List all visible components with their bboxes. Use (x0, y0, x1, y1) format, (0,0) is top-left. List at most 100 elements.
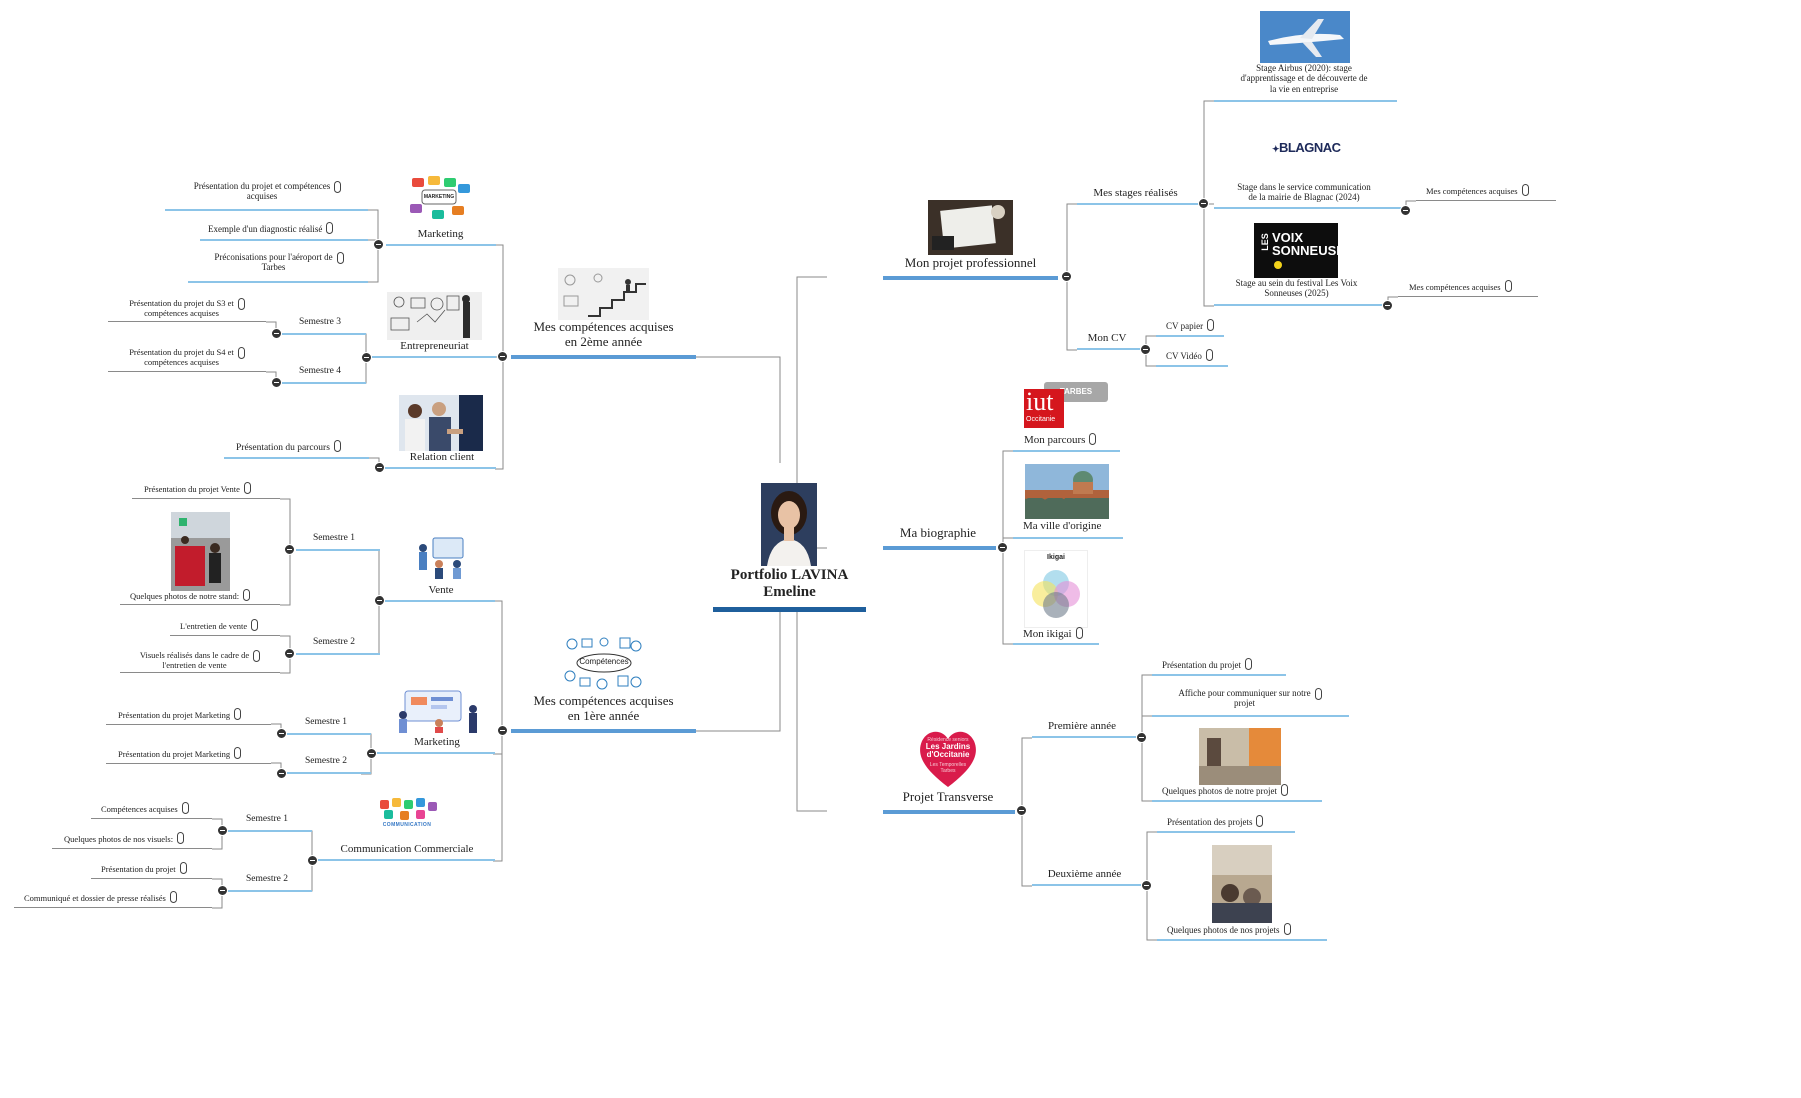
collapse-toggle-icon[interactable] (284, 648, 295, 659)
attachment-icon[interactable] (1205, 349, 1213, 361)
bio-ville-item[interactable]: Ma ville d'origine (1023, 520, 1101, 532)
comm-s1-item-0[interactable]: Compétences acquises (101, 802, 189, 814)
attachment-icon[interactable] (253, 650, 261, 662)
vente-s2-item-1[interactable]: Visuels réalisés dans le cadre de l'entr… (120, 650, 280, 671)
blagnac-label[interactable]: Stage dans le service communication de l… (1237, 182, 1371, 203)
collapse-toggle-icon[interactable] (217, 825, 228, 836)
vente-s1-item-0[interactable]: Présentation du projet Vente (144, 482, 251, 494)
attachment-icon[interactable] (1280, 784, 1288, 796)
collapse-toggle-icon[interactable] (271, 377, 282, 388)
transverse-label[interactable]: Projet Transverse (902, 789, 994, 804)
attachment-icon[interactable] (334, 181, 342, 194)
collapse-toggle-icon[interactable] (373, 239, 384, 250)
s3-item[interactable]: Présentation du projet du S3 et compéten… (108, 298, 266, 319)
attachment-icon[interactable] (177, 832, 185, 844)
year1-presentation-item[interactable]: Présentation du projet (1162, 658, 1252, 670)
attachment-icon[interactable] (1089, 433, 1097, 445)
attachment-icon[interactable] (234, 747, 242, 759)
attachment-icon[interactable] (1504, 280, 1512, 292)
collapse-toggle-icon[interactable] (1382, 300, 1393, 311)
s4-item[interactable]: Présentation du projet du S4 et compéten… (108, 347, 266, 368)
vente-s2-item-0[interactable]: L'entretien de vente (180, 619, 259, 631)
cv-label[interactable]: Mon CV (1087, 332, 1127, 344)
collapse-toggle-icon[interactable] (1141, 880, 1152, 891)
attachment-icon[interactable] (1244, 658, 1252, 670)
pro-label[interactable]: Mon projet professionnel (904, 255, 1037, 270)
vente-s1-label[interactable]: Semestre 1 (313, 533, 355, 543)
collapse-toggle-icon[interactable] (374, 462, 385, 473)
collapse-toggle-icon[interactable] (217, 885, 228, 896)
attachment-icon[interactable] (1207, 319, 1215, 331)
collapse-toggle-icon[interactable] (307, 855, 318, 866)
comm-s2-item-1[interactable]: Communiqué et dossier de presse réalisés (24, 891, 177, 903)
comp1-label[interactable]: Mes compétences acquises en 1ère année (533, 693, 674, 723)
bio-parcours-item[interactable]: Mon parcours (1024, 433, 1097, 446)
collapse-toggle-icon[interactable] (271, 328, 282, 339)
comp2-marketing-label[interactable]: Marketing (417, 228, 464, 240)
collapse-toggle-icon[interactable] (366, 748, 377, 759)
collapse-toggle-icon[interactable] (997, 542, 1008, 553)
vente-s1-item-1[interactable]: Quelques photos de notre stand: (130, 589, 251, 601)
vente-label[interactable]: Vente (428, 584, 454, 596)
attachment-icon[interactable] (1521, 184, 1529, 196)
voix-label[interactable]: Stage au sein du festival Les Voix Sonne… (1235, 278, 1358, 299)
year2-presentation-item[interactable]: Présentation des projets (1167, 815, 1264, 827)
airbus-label[interactable]: Stage Airbus (2020): stage d'apprentissa… (1240, 63, 1368, 94)
s4-label[interactable]: Semestre 4 (299, 366, 341, 376)
attachment-icon[interactable] (251, 619, 259, 631)
collapse-toggle-icon[interactable] (284, 544, 295, 555)
mkt1-s1-label[interactable]: Semestre 1 (305, 717, 347, 727)
collapse-toggle-icon[interactable] (497, 725, 508, 736)
attachment-icon[interactable] (326, 222, 334, 234)
voix-skills-item[interactable]: Mes compétences acquises (1409, 280, 1512, 292)
blagnac-skills-item[interactable]: Mes compétences acquises (1426, 184, 1529, 196)
attachment-icon[interactable] (1283, 923, 1291, 935)
attachment-icon[interactable] (237, 298, 245, 310)
attachment-icon[interactable] (243, 482, 251, 494)
attachment-icon[interactable] (1256, 815, 1264, 827)
comp2-label[interactable]: Mes compétences acquises en 2ème année (533, 319, 674, 349)
collapse-toggle-icon[interactable] (1061, 271, 1072, 282)
comp2-mkt-item-2[interactable]: Préconisations pour l'aéroport de Tarbes (188, 252, 370, 273)
year2-photos-item[interactable]: Quelques photos de nos projets (1167, 923, 1291, 935)
collapse-toggle-icon[interactable] (1400, 205, 1411, 216)
comm-s2-item-0[interactable]: Présentation du projet (101, 862, 187, 874)
attachment-icon[interactable] (1314, 688, 1322, 701)
collapse-toggle-icon[interactable] (276, 728, 287, 739)
attachment-icon[interactable] (333, 440, 341, 452)
attachment-icon[interactable] (1075, 627, 1083, 639)
comm-s2-label[interactable]: Semestre 2 (246, 874, 288, 884)
year1-label[interactable]: Première année (1047, 720, 1117, 732)
comm-label[interactable]: Communication Commerciale (340, 843, 474, 855)
comm-s1-item-1[interactable]: Quelques photos de nos visuels: (64, 832, 185, 844)
attachment-icon[interactable] (179, 862, 187, 874)
attachment-icon[interactable] (169, 891, 177, 903)
collapse-toggle-icon[interactable] (276, 768, 287, 779)
entrepreneuriat-label[interactable]: Entrepreneuriat (400, 340, 469, 352)
comp1-marketing-label[interactable]: Marketing (414, 736, 460, 748)
mkt1-s2-item[interactable]: Présentation du projet Marketing (118, 747, 242, 759)
collapse-toggle-icon[interactable] (1140, 344, 1151, 355)
cv-paper-item[interactable]: CV papier (1166, 319, 1215, 331)
mkt1-s1-item[interactable]: Présentation du projet Marketing (118, 708, 242, 720)
collapse-toggle-icon[interactable] (361, 352, 372, 363)
comp2-mkt-item-0[interactable]: Présentation du projet et compétences ac… (165, 181, 370, 202)
year2-label[interactable]: Deuxième année (1047, 868, 1122, 880)
bio-label[interactable]: Ma biographie (899, 525, 977, 540)
year1-affiche-item[interactable]: Affiche pour communiquer sur notre proje… (1152, 688, 1348, 709)
vente-s2-label[interactable]: Semestre 2 (313, 637, 355, 647)
bio-ikigai-item[interactable]: Mon ikigai (1023, 627, 1083, 640)
attachment-icon[interactable] (237, 347, 245, 359)
cv-video-item[interactable]: CV Vidéo (1166, 349, 1213, 361)
collapse-toggle-icon[interactable] (374, 595, 385, 606)
mkt1-s2-label[interactable]: Semestre 2 (305, 756, 347, 766)
collapse-toggle-icon[interactable] (497, 351, 508, 362)
collapse-toggle-icon[interactable] (1198, 198, 1209, 209)
relation-label[interactable]: Relation client (409, 451, 475, 463)
root-label[interactable]: Portfolio LAVINA Emeline (730, 567, 849, 601)
relation-item[interactable]: Présentation du parcours (236, 440, 341, 453)
attachment-icon[interactable] (234, 708, 242, 720)
attachment-icon[interactable] (181, 802, 189, 814)
comp2-mkt-item-1[interactable]: Exemple d'un diagnostic réalisé (208, 222, 334, 234)
attachment-icon[interactable] (243, 589, 251, 601)
